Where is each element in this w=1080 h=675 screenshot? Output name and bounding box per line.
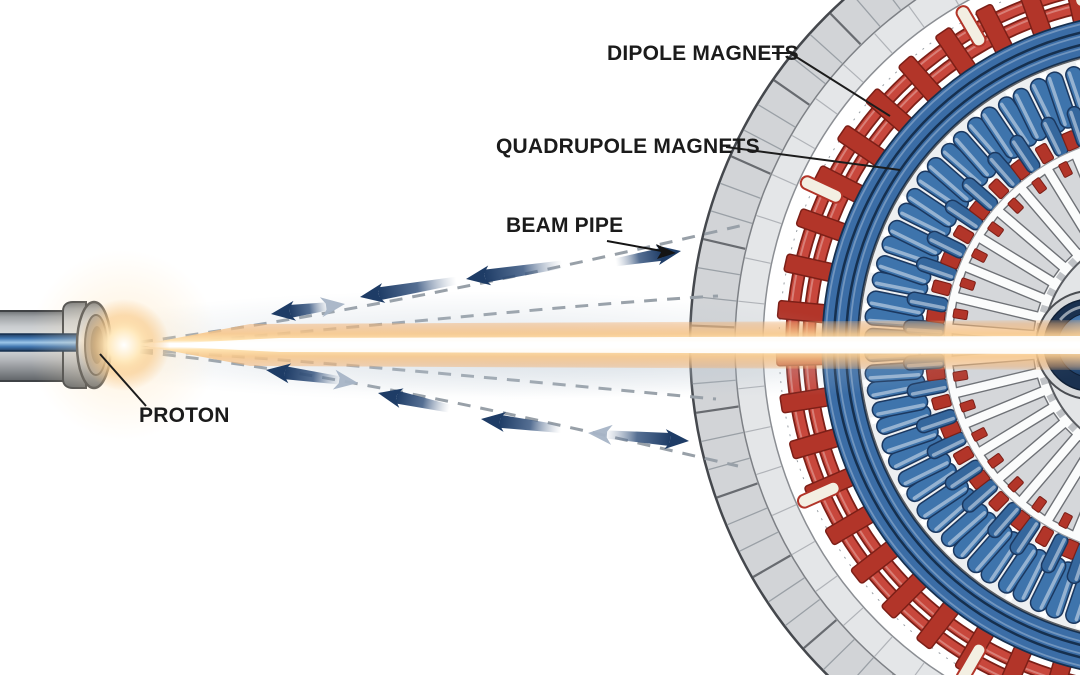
beam-pipe-label: BEAM PIPE [506,214,624,237]
proton-label: PROTON [139,404,230,427]
accelerator-ring [688,0,1080,675]
dipole-magnets-label: DIPOLE MAGNETS [607,42,799,65]
label-leader-lines [99,52,901,407]
quadrupole-magnets-label: QUADRUPOLE MAGNETS [496,135,760,158]
proton-beam [78,299,1080,391]
beam-direction-arrows [266,245,689,450]
